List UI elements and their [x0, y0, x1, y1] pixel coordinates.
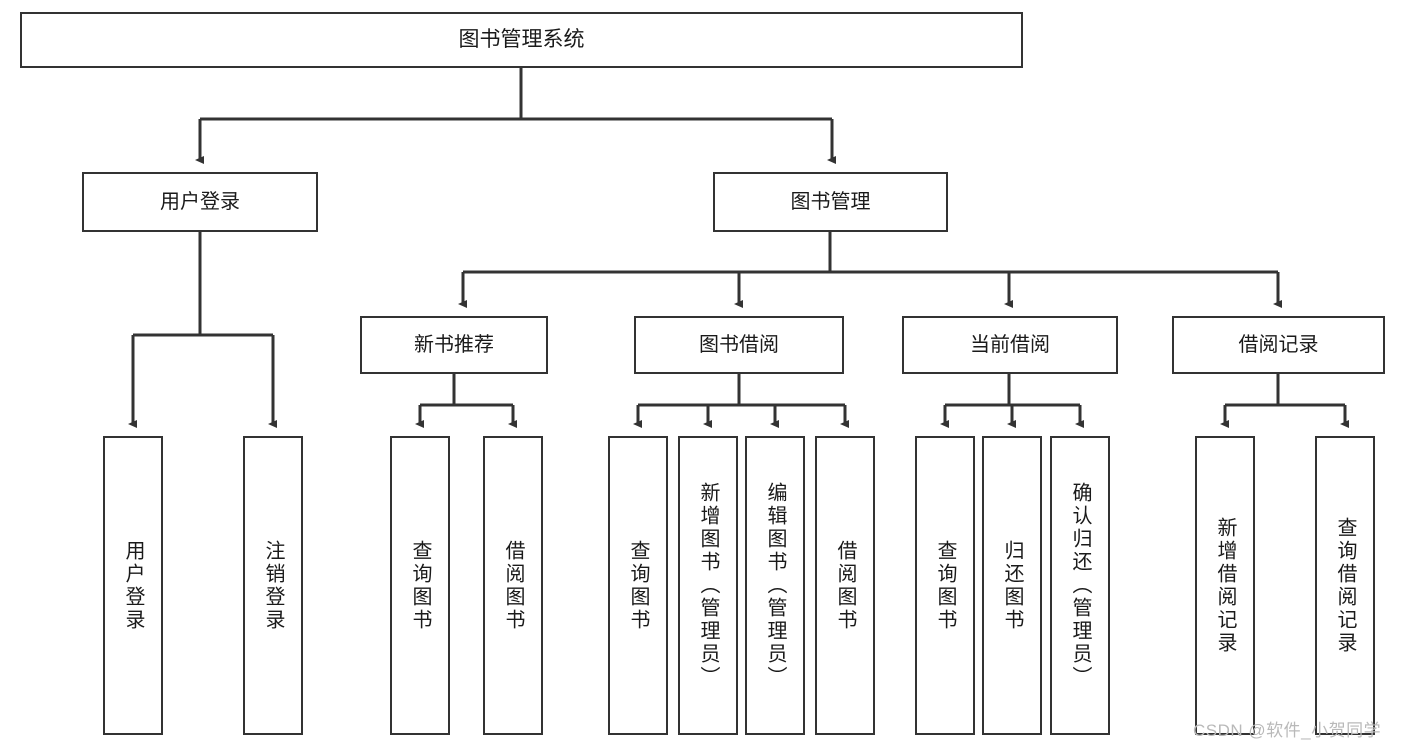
node-leaf-query-record[interactable]: 查询借阅记录 [1315, 436, 1375, 735]
node-root[interactable]: 图书管理系统 [20, 12, 1023, 68]
node-leaf-user-login-label: 用户登录 [122, 539, 144, 632]
node-user-login[interactable]: 用户登录 [82, 172, 318, 232]
node-leaf-edit-book[interactable]: 编辑图书（管理员） [745, 436, 805, 735]
node-leaf-add-book[interactable]: 新增图书（管理员） [678, 436, 738, 735]
node-borrow-record-label: 借阅记录 [1238, 333, 1319, 356]
node-leaf-add-record-label: 新增借阅记录 [1214, 516, 1236, 655]
node-book-borrow[interactable]: 图书借阅 [634, 316, 844, 374]
node-leaf-borrow-book-rec-label: 借阅图书 [502, 539, 524, 632]
node-leaf-query-book-cur-label: 查询图书 [934, 539, 956, 632]
node-leaf-query-book-borrow-label: 查询图书 [627, 539, 649, 632]
node-leaf-confirm-return-label: 确认归还（管理员） [1069, 482, 1091, 689]
node-leaf-query-record-label: 查询借阅记录 [1334, 516, 1356, 655]
node-leaf-borrow-book[interactable]: 借阅图书 [815, 436, 875, 735]
node-new-book-rec-label: 新书推荐 [414, 333, 494, 356]
node-leaf-user-logout[interactable]: 注销登录 [243, 436, 303, 735]
node-book-manage-label: 图书管理 [790, 190, 871, 213]
node-leaf-add-book-label: 新增图书（管理员） [697, 482, 719, 689]
node-leaf-borrow-book-rec[interactable]: 借阅图书 [483, 436, 543, 735]
node-leaf-query-book-rec-label: 查询图书 [409, 539, 431, 632]
node-leaf-return-book-label: 归还图书 [1001, 539, 1023, 632]
node-leaf-return-book[interactable]: 归还图书 [982, 436, 1042, 735]
node-leaf-query-book-rec[interactable]: 查询图书 [390, 436, 450, 735]
node-leaf-user-login[interactable]: 用户登录 [103, 436, 163, 735]
csdn-watermark: CSDN @软件_小贺同学 [1193, 721, 1382, 740]
node-leaf-borrow-book-label: 借阅图书 [834, 539, 856, 632]
node-leaf-add-record[interactable]: 新增借阅记录 [1195, 436, 1255, 735]
node-leaf-query-book-cur[interactable]: 查询图书 [915, 436, 975, 735]
node-leaf-user-logout-label: 注销登录 [262, 539, 284, 632]
node-borrow-record[interactable]: 借阅记录 [1172, 316, 1385, 374]
node-root-label: 图书管理系统 [458, 27, 585, 51]
node-book-manage[interactable]: 图书管理 [713, 172, 948, 232]
node-current-borrow[interactable]: 当前借阅 [902, 316, 1118, 374]
node-leaf-edit-book-label: 编辑图书（管理员） [764, 482, 786, 689]
node-book-borrow-label: 图书借阅 [699, 333, 779, 356]
node-leaf-confirm-return[interactable]: 确认归还（管理员） [1050, 436, 1110, 735]
node-user-login-label: 用户登录 [160, 190, 240, 213]
node-new-book-rec[interactable]: 新书推荐 [360, 316, 548, 374]
node-leaf-query-book-borrow[interactable]: 查询图书 [608, 436, 668, 735]
node-current-borrow-label: 当前借阅 [970, 333, 1050, 356]
